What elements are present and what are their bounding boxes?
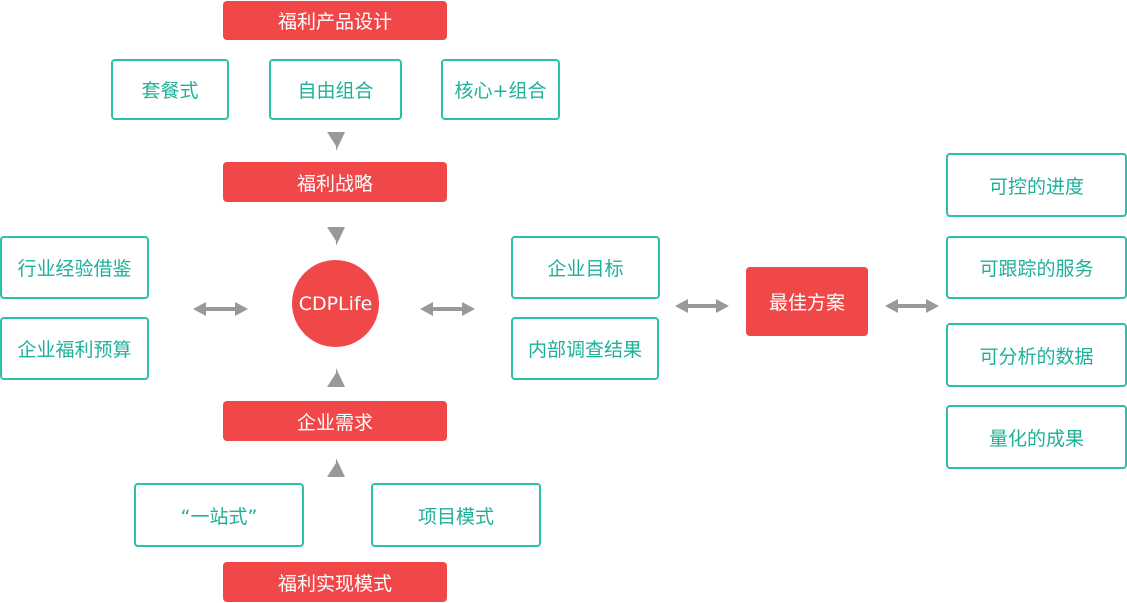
mode-project: 项目模式	[371, 483, 541, 547]
enterprise-goal-box: 企业目标	[511, 236, 660, 299]
industry-experience-box: 行业经验借鉴	[0, 236, 149, 299]
arrow-up-icon	[327, 368, 345, 387]
strategy-title: 福利战略	[223, 162, 447, 202]
double-arrow-icon	[193, 302, 206, 316]
best-solution-node: 最佳方案	[746, 267, 868, 336]
option-package: 套餐式	[111, 59, 229, 120]
realization-title: 福利实现模式	[223, 562, 447, 602]
arrow-down-icon	[327, 132, 345, 151]
outcome-trackable-service: 可跟踪的服务	[946, 236, 1127, 299]
outcome-quantified-results: 量化的成果	[946, 405, 1127, 469]
double-arrow-icon	[675, 299, 688, 313]
welfare-budget-box: 企业福利预算	[0, 317, 149, 380]
cdplife-center-node: CDPLife	[292, 260, 379, 347]
product-design-title: 福利产品设计	[223, 1, 447, 40]
demand-title: 企业需求	[223, 401, 447, 441]
option-free-combination: 自由组合	[269, 59, 402, 120]
arrow-up-icon	[327, 458, 345, 477]
internal-survey-box: 内部调查结果	[511, 317, 659, 380]
double-arrow-icon	[885, 299, 898, 313]
option-core-plus-combination: 核心+组合	[441, 59, 560, 120]
double-arrow-icon	[420, 302, 433, 316]
outcome-analyzable-data: 可分析的数据	[946, 323, 1127, 387]
arrow-down-icon	[327, 227, 345, 246]
mode-one-stop: “一站式”	[134, 483, 304, 547]
outcome-controllable-progress: 可控的进度	[946, 153, 1127, 217]
